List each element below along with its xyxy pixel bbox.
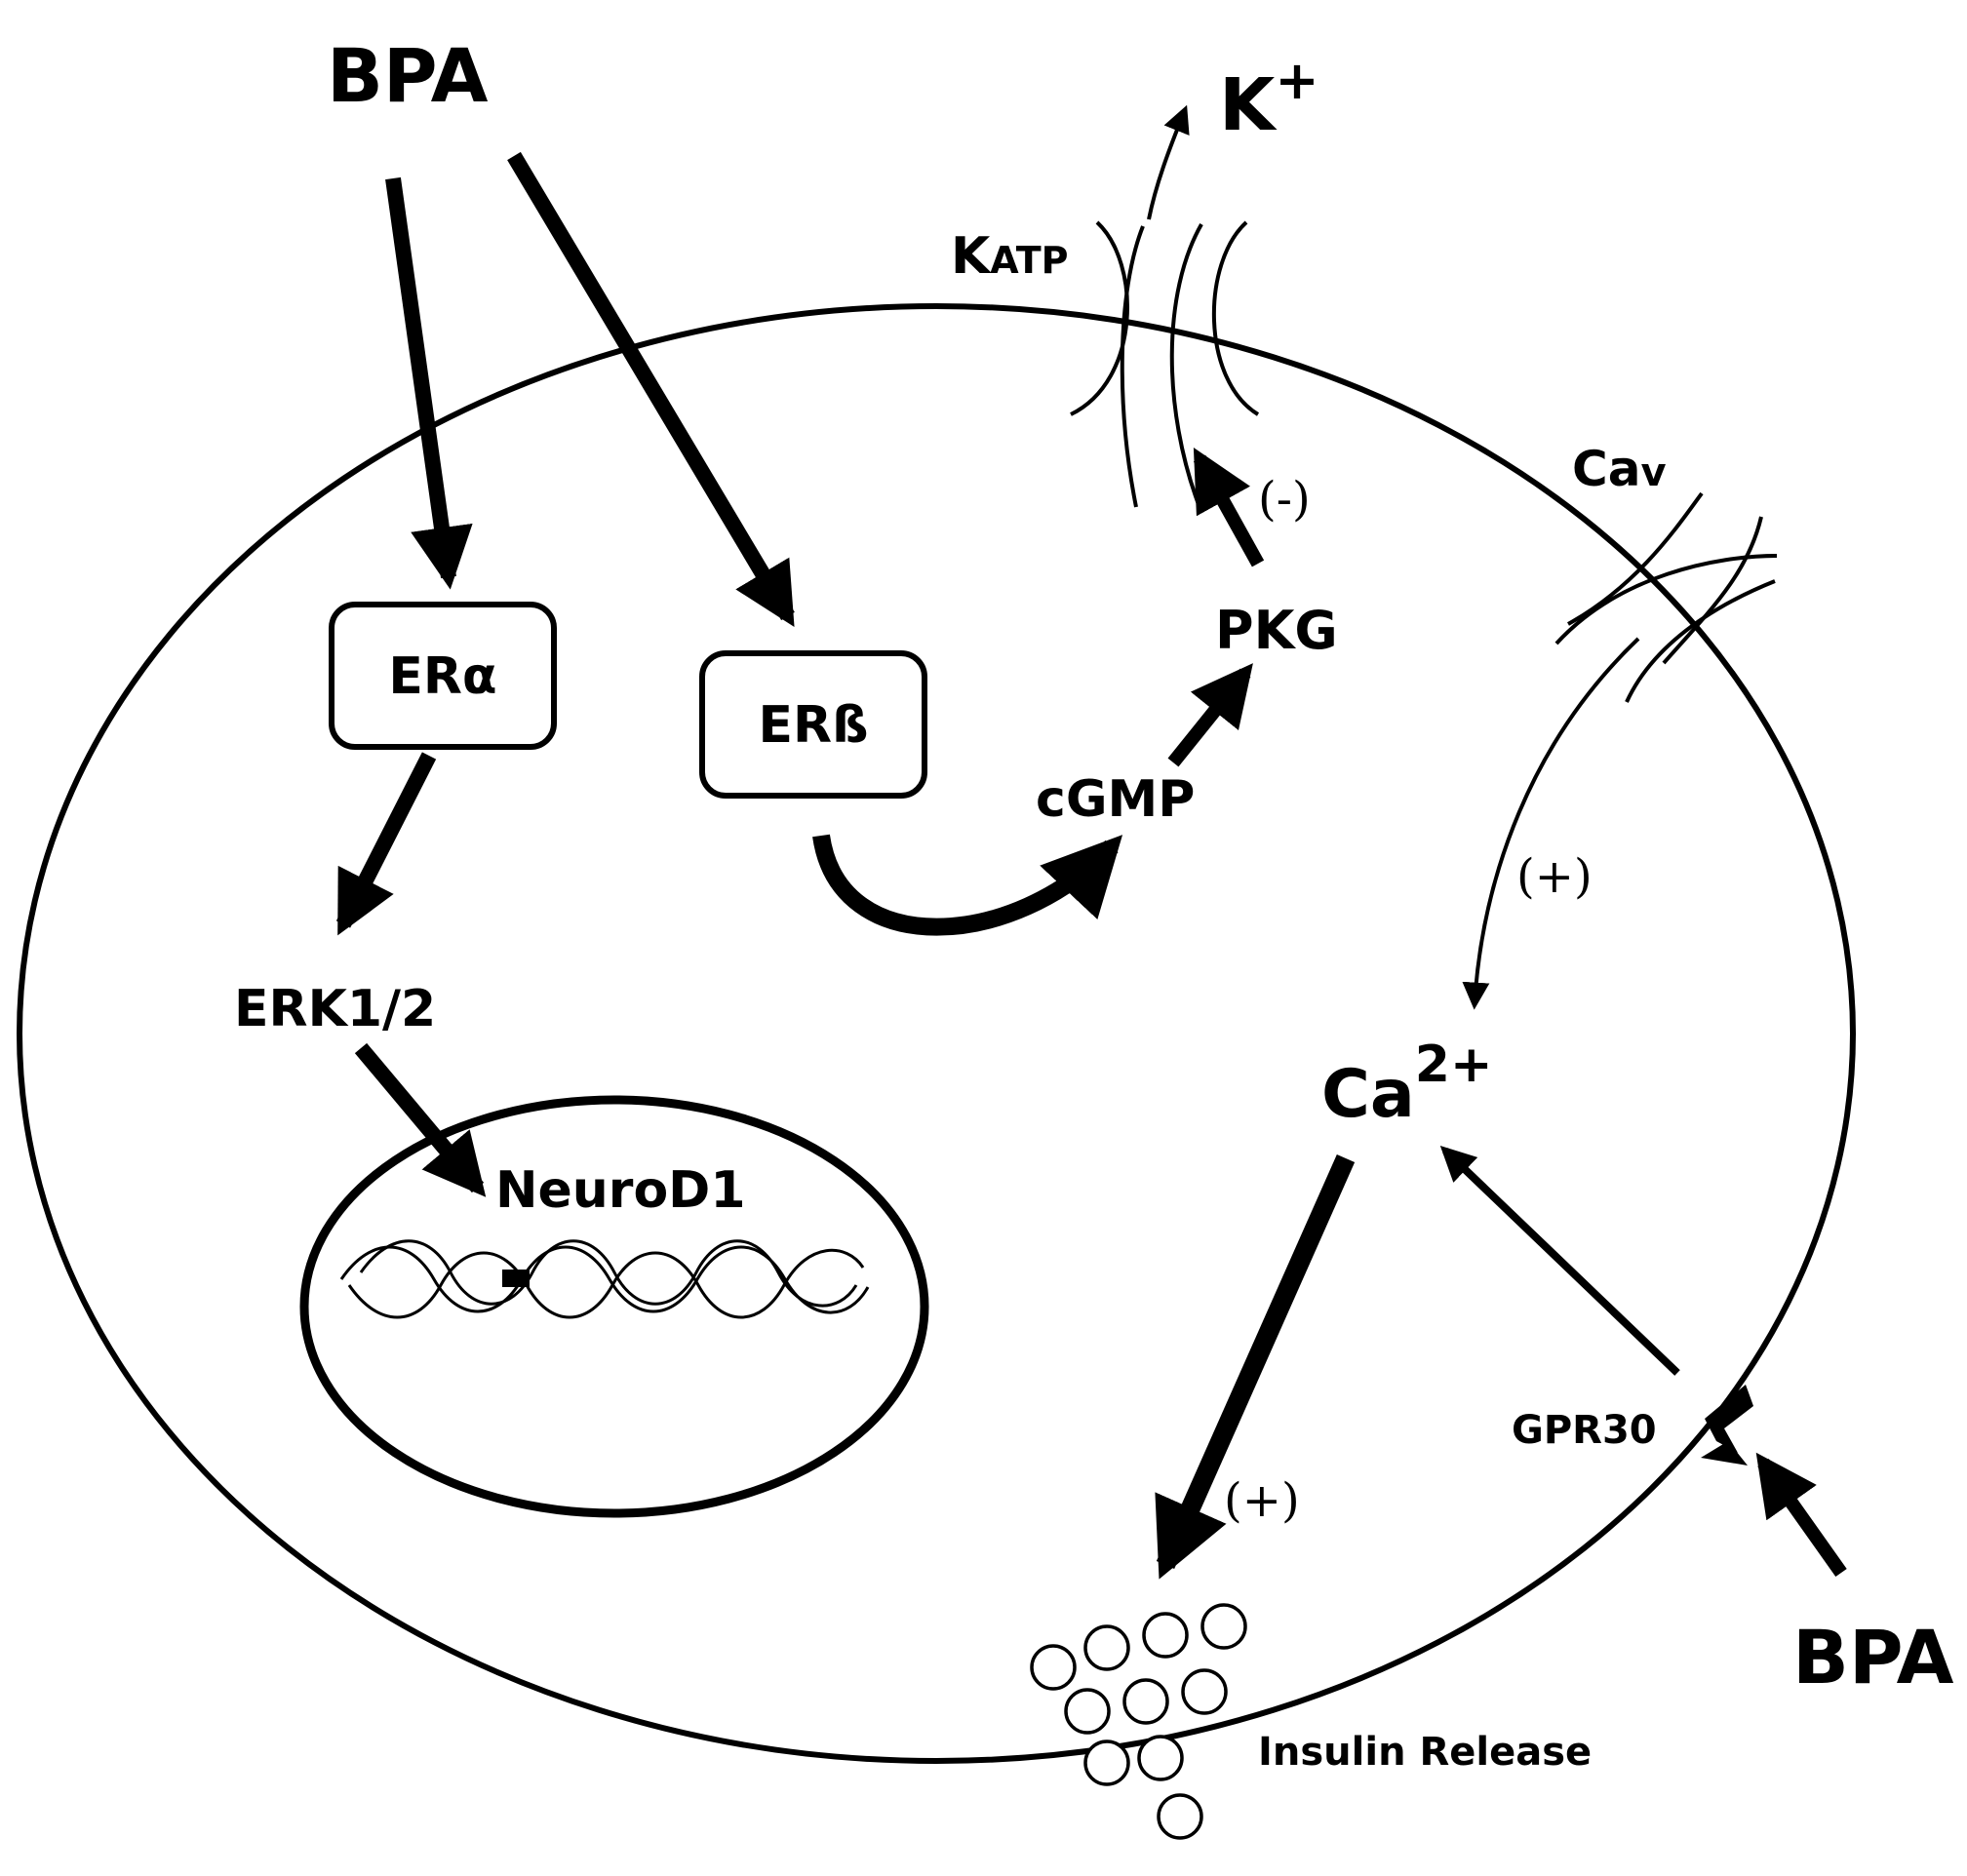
arrow-pkg-to-katp [1193, 447, 1265, 567]
calcium-symbol: Ca [1321, 1056, 1415, 1133]
cav-label: Cav [1572, 441, 1667, 497]
arrow-bpa-to-gpr30 [1755, 1452, 1847, 1578]
katp-label: KATP [951, 227, 1069, 286]
sign-ca-insulin: (+) [1224, 1473, 1300, 1528]
cell-membrane [17, 303, 1856, 1764]
er-alpha-box [329, 602, 557, 750]
gpr30-label: GPR30 [1512, 1408, 1657, 1453]
calcium-ion-label: Ca2+ [1321, 1036, 1493, 1133]
arrow-katp-k-efflux [1147, 104, 1190, 220]
arrow-erk-to-neurod1 [354, 1042, 487, 1197]
er-alpha-label: ERα [388, 647, 496, 706]
gpr30-receptor-icon [1701, 1385, 1753, 1466]
arrow-cav-to-ca [1462, 637, 1640, 1010]
erk-label: ERK1/2 [234, 980, 436, 1038]
arrow-eralpha-to-erk [335, 752, 437, 936]
calcium-charge: 2+ [1415, 1036, 1493, 1094]
bpa-label-bottom: BPA [1792, 1614, 1954, 1700]
sign-cav-ca: (+) [1516, 849, 1593, 904]
arrow-gpr30-to-ca [1439, 1146, 1680, 1376]
nucleus [299, 1095, 929, 1518]
cav-subscript: v [1640, 450, 1666, 495]
cav-channel [1554, 491, 1778, 703]
er-beta-label: ERß [759, 696, 869, 755]
arrow-bpa-to-erbeta [507, 151, 795, 627]
katp-k: K [951, 227, 992, 286]
pkg-label: PKG [1215, 600, 1338, 661]
neurod1-label: NeuroD1 [495, 1161, 746, 1220]
cav-ca: Ca [1572, 441, 1640, 497]
katp-subscript: ATP [990, 239, 1068, 282]
arrow-cgmp-to-pkg [1167, 663, 1253, 767]
cgmp-label: cGMP [1036, 770, 1195, 829]
k-ion-symbol: K [1219, 63, 1278, 147]
k-ion-label: K+ [1219, 50, 1319, 147]
arrow-erbeta-to-cgmp [812, 834, 1123, 936]
arrow-ca-to-insulin [1155, 1153, 1356, 1580]
insulin-release-label: Insulin Release [1258, 1730, 1592, 1775]
arrow-bpa-to-eralpha [385, 176, 473, 590]
insulin-vesicles [1030, 1603, 1247, 1840]
bpa-label-top: BPA [327, 32, 489, 119]
katp-channel [1070, 220, 1260, 508]
sign-pkg-katp: (-) [1258, 472, 1311, 527]
dna-helix-icon [339, 1239, 870, 1319]
k-ion-charge: + [1275, 50, 1318, 111]
er-beta-box [699, 650, 927, 799]
